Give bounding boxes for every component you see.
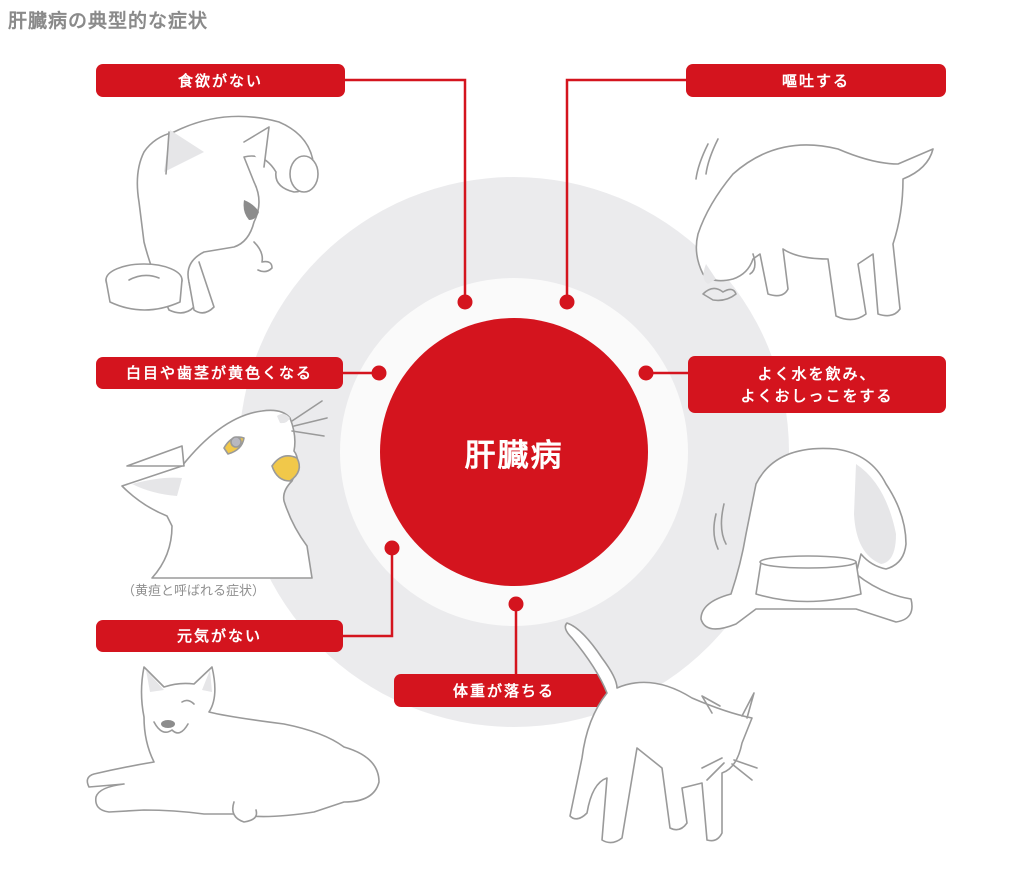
connector-dot [457, 294, 473, 310]
connector-dot [559, 294, 575, 310]
label-text-line2: よくおしっこをする [740, 386, 894, 405]
symptom-label-weight: 体重が落ちる [394, 674, 614, 707]
symptom-label-jaundice: 白目や歯茎が黄色くなる [96, 357, 343, 389]
label-text-line1: よく水を飲み、 [757, 364, 877, 383]
symptom-label-thirst: よく水を飲み、 よくおしっこをする [688, 356, 946, 413]
page-title: 肝臓病の典型的な症状 [8, 10, 209, 32]
dog-drinking-icon [696, 444, 926, 639]
label-text: 白目や歯茎が黄色くなる [125, 364, 313, 382]
connector-dot [638, 365, 654, 381]
label-text: 体重が落ちる [452, 681, 555, 700]
label-text: 嘔吐する [781, 71, 850, 90]
connector-dot [508, 596, 524, 612]
dog-not-eating-icon [104, 112, 329, 322]
symptom-label-appetite: 食欲がない [96, 64, 345, 97]
label-text: 元気がない [176, 627, 262, 645]
connector-dot [371, 365, 387, 381]
connector-dot [384, 540, 400, 556]
thin-cat-icon [562, 618, 762, 848]
label-text: 食欲がない [177, 71, 263, 90]
jaundice-caption: （黄疸と呼ばれる症状） [122, 584, 266, 599]
cat-jaundice-icon [112, 396, 337, 579]
center-circle: 肝臓病 [380, 318, 648, 586]
symptom-label-lethargy: 元気がない [96, 620, 343, 652]
dog-vomiting-icon [688, 134, 938, 329]
center-label: 肝臓病 [464, 437, 564, 474]
dog-lying-icon [84, 662, 384, 837]
symptom-label-vomit: 嘔吐する [686, 64, 946, 97]
